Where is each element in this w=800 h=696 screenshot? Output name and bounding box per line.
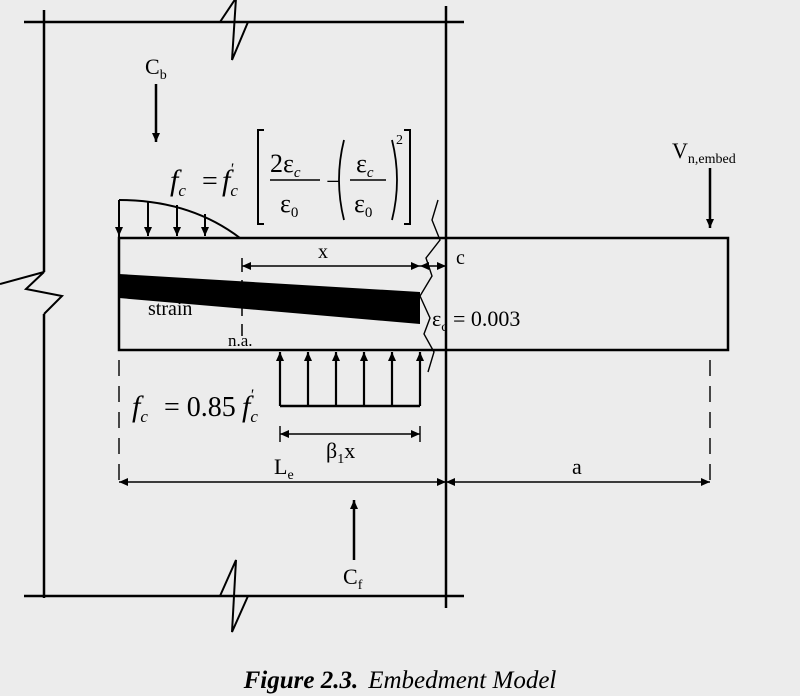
a-label: a — [572, 454, 582, 479]
right-square-bracket — [404, 129, 411, 225]
eq-top-fc: fc' — [222, 161, 238, 200]
eq-top-den1: ε0 — [280, 189, 298, 221]
uniform-stress-arrows — [276, 352, 424, 406]
eq-top-lhs: fc — [170, 164, 186, 200]
interface-crack — [419, 199, 441, 373]
c-dimension-label: c — [456, 247, 465, 269]
left-square-bracket — [257, 129, 264, 225]
column-outline — [0, 0, 464, 633]
right-paren — [391, 139, 398, 221]
top-stress-equation: fc = fc' 2εc ε0 − εc ε0 2 — [170, 133, 403, 221]
bottom-stress-equation: fc = 0.85 fc' — [132, 387, 258, 426]
neutral-axis-label: n.a. — [228, 331, 253, 350]
eq-top-num2: εc — [356, 149, 374, 181]
strain-wedge — [119, 274, 420, 324]
strain-value-label: εc = 0.003 — [432, 306, 520, 335]
shear-force-label: Vn,embed — [672, 138, 736, 167]
top-break-symbol — [219, 0, 249, 61]
left-paren — [338, 139, 345, 221]
x-dimension-label: x — [318, 241, 328, 263]
figure-caption: Figure 2.3.Embedment Model — [243, 667, 557, 694]
parabolic-stress-arrows — [115, 200, 209, 236]
eq-bottom-lhs: fc — [132, 390, 148, 426]
eq-top-num1: 2εc — [270, 149, 301, 181]
left-break-line — [0, 271, 65, 315]
parabolic-stress-curve — [118, 199, 241, 239]
eq-bottom-fc: fc' — [242, 387, 258, 426]
eq-bottom-equals: = 0.85 — [164, 392, 236, 423]
cb-label: Cb — [145, 54, 167, 83]
eq-top-exponent: 2 — [396, 133, 403, 148]
top-equation-graphics — [257, 129, 411, 225]
cf-label: Cf — [343, 564, 363, 593]
le-label: Le — [274, 454, 294, 483]
eq-top-equals: = — [202, 166, 218, 197]
eq-top-minus: − — [326, 167, 341, 196]
bottom-break-symbol — [219, 559, 249, 633]
beta1x-label: β1x — [326, 438, 355, 467]
strain-label: strain — [148, 298, 192, 320]
eq-top-den2: ε0 — [354, 189, 372, 221]
